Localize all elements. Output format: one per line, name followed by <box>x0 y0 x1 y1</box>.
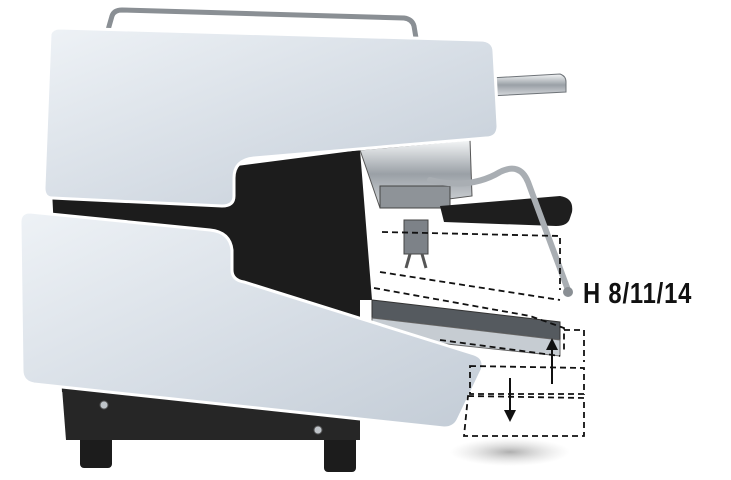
portafilter-spout-left <box>404 253 412 269</box>
cup-rail <box>105 7 419 41</box>
arrow-down-icon <box>504 378 516 422</box>
floor-shadow <box>450 438 570 466</box>
screw-left <box>99 400 109 410</box>
steam-wand-tip <box>563 287 573 297</box>
portafilter-handle <box>440 196 573 226</box>
leg-right <box>324 436 356 472</box>
upper-side-panel <box>42 26 500 208</box>
adjustable-tray-outlines <box>373 231 585 437</box>
group-head-collar <box>379 185 451 209</box>
arrow-up-icon <box>546 338 558 384</box>
height-label: H 8/11/14 <box>583 278 693 310</box>
steam-wand <box>427 165 571 293</box>
cup-shelf <box>489 73 567 97</box>
lower-side-panel <box>18 210 485 430</box>
portafilter-spout-right <box>420 253 428 269</box>
portafilter-spouts <box>403 219 429 255</box>
screw-right <box>313 425 323 435</box>
